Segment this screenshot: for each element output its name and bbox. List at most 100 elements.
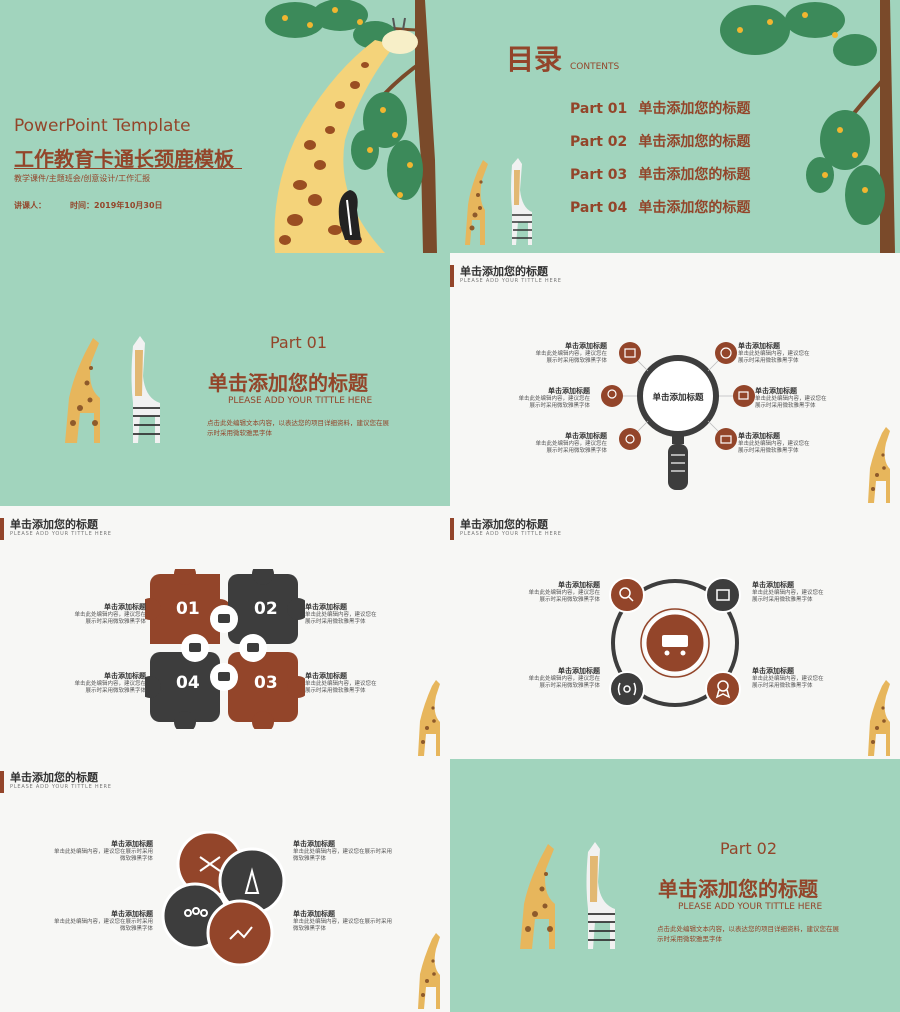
section-eng-title: PLEASE ADD YOUR TITTLE HERE [228,396,373,406]
slide-header-subtitle: PLEASE ADD YOUR TITTLE HERE [460,278,562,284]
item-desc: 单击此处编辑内容，建议您在 [535,441,607,447]
toc-item-label: 单击添加您的标题 [638,134,751,150]
slide-header-subtitle: PLEASE ADD YOUR TITTLE HERE [10,531,112,537]
item-desc: 微软雅黑字体 [293,926,327,932]
circle-item-top-right[interactable]: 单击添加标题 单击此处编辑内容，建议您在展示时采用 微软雅黑字体 [293,839,408,863]
magnifier-item-bottom-left[interactable]: 单击添加标题 单击此处编辑内容，建议您在 展示时采用微软雅黑字体 [505,431,607,455]
slide-magnifier[interactable]: 单击添加您的标题 PLEASE ADD YOUR TITTLE HERE 单击添… [450,253,900,506]
slide-toc[interactable]: 目录 CONTENTS Part 01 单击添加您的标题 Part 02 单击添… [450,0,900,253]
toc-item-1[interactable]: Part 01 单击添加您的标题 [570,98,750,118]
toc-item-number: Part 02 [570,134,628,150]
slide-header-subtitle: PLEASE ADD YOUR TITTLE HERE [10,784,112,790]
magnifier-item-mid-left[interactable]: 单击添加标题 单击此处编辑内容，建议您在 展示时采用微软雅黑字体 [488,386,590,410]
puzzle-number-03: 03 [254,673,278,693]
slide-section-part02[interactable]: Part 02 单击添加您的标题 PLEASE ADD YOUR TITTLE … [450,759,900,1012]
puzzle-item-03[interactable]: 单击添加标题 单击此处编辑内容，建议您在 展示时采用微软雅黑字体 [305,671,415,695]
giraffe-zebra-illustration [65,336,160,443]
item-title: 单击添加标题 [752,581,794,589]
item-desc: 展示时采用微软雅黑字体 [752,683,813,689]
item-desc: 展示时采用微软雅黑字体 [305,688,366,694]
item-title: 单击添加标题 [755,387,797,395]
circle-item-bottom-left[interactable]: 单击添加标题 单击此处编辑内容，建议您在展示时采用 微软雅黑字体 [45,909,153,933]
toc-item-4[interactable]: Part 04 单击添加您的标题 [570,197,750,217]
item-desc: 微软雅黑字体 [119,856,153,862]
header-accent-bar [450,265,454,287]
slide-header-title: 单击添加您的标题 [10,518,98,531]
header-accent-bar [0,771,4,793]
magnifier-item-bottom-right[interactable]: 单击添加标题 单击此处编辑内容，建议您在 展示时采用微软雅黑字体 [738,431,848,455]
slide-header-title: 单击添加您的标题 [460,265,548,278]
cover-eng-title: PowerPoint Template [14,116,191,136]
item-title: 单击添加标题 [565,432,607,440]
toc-item-3[interactable]: Part 03 单击添加您的标题 [570,164,750,184]
toc-subtitle: CONTENTS [570,62,620,72]
section-title: 单击添加您的标题 [658,877,818,901]
slide-section-part01[interactable]: Part 01 单击添加您的标题 PLEASE ADD YOUR TITTLE … [0,253,450,506]
puzzle-item-02[interactable]: 单击添加标题 单击此处编辑内容，建议您在 展示时采用微软雅黑字体 [305,602,415,626]
slide-header-title: 单击添加您的标题 [10,771,98,784]
toc-item-label: 单击添加您的标题 [638,167,751,183]
item-desc: 单击此处编辑内容，建议您在展示时采用 [53,849,153,855]
section-desc-line2: 示时采用微软雅黑字体 [207,429,272,437]
item-desc: 单击此处编辑内容，建议您在 [74,681,146,687]
toc-item-2[interactable]: Part 02 单击添加您的标题 [570,131,750,151]
item-desc: 单击此处编辑内容，建议您在展示时采用 [293,919,393,925]
section-desc-line2: 示时采用微软雅黑字体 [657,935,722,943]
item-title: 单击添加标题 [111,910,153,918]
giraffe-illustration [868,680,890,756]
cart-item-bottom-left[interactable]: 单击添加标题 单击此处编辑内容，建议您在 展示时采用微软雅黑字体 [495,666,600,690]
cart-item-top-left[interactable]: 单击添加标题 单击此处编辑内容，建议您在 展示时采用微软雅黑字体 [495,580,600,604]
item-desc: 单击此处编辑内容，建议您在展示时采用 [293,849,393,855]
puzzle-item-04[interactable]: 单击添加标题 单击此处编辑内容，建议您在 展示时采用微软雅黑字体 [40,671,146,695]
item-desc: 单击此处编辑内容，建议您在 [535,351,607,357]
slide-header-subtitle: PLEASE ADD YOUR TITTLE HERE [460,531,562,537]
item-title: 单击添加标题 [104,672,146,680]
puzzle-number-04: 04 [176,673,200,693]
item-title: 单击添加标题 [752,667,794,675]
section-desc-line1: 点击此处编辑文本内容，以表达您的项目详细资料，建议您在展 [207,419,389,427]
magnifier-item-mid-right[interactable]: 单击添加标题 单击此处编辑内容，建议您在 展示时采用微软雅黑字体 [755,386,865,410]
giraffe-illustration [418,933,440,1009]
item-desc: 单击此处编辑内容，建议您在 [752,676,824,682]
item-desc: 单击此处编辑内容，建议您在展示时采用 [53,919,153,925]
cover-title: 工作教育卡通长颈鹿模板 [14,147,234,171]
item-desc: 单击此处编辑内容，建议您在 [752,590,824,596]
cart-item-bottom-right[interactable]: 单击添加标题 单击此处编辑内容，建议您在 展示时采用微软雅黑字体 [752,666,862,690]
magnifier-item-top-left[interactable]: 单击添加标题 单击此处编辑内容，建议您在 展示时采用微软雅黑字体 [505,341,607,365]
toc-item-number: Part 01 [570,101,628,117]
item-title: 单击添加标题 [293,910,335,918]
item-desc: 展示时采用微软雅黑字体 [546,448,607,454]
item-desc: 单击此处编辑内容，建议您在 [738,351,810,357]
circle-item-top-left[interactable]: 单击添加标题 单击此处编辑内容，建议您在展示时采用 微软雅黑字体 [45,839,153,863]
item-desc: 单击此处编辑内容，建议您在 [528,590,600,596]
giraffe-illustration [418,680,440,756]
item-desc: 单击此处编辑内容，建议您在 [528,676,600,682]
cover-divider [14,168,242,169]
giraffe-zebra-illustration [520,842,615,949]
puzzle-item-01[interactable]: 单击添加标题 单击此处编辑内容，建议您在 展示时采用微软雅黑字体 [40,602,146,626]
item-desc: 展示时采用微软雅黑字体 [85,619,146,625]
item-desc: 展示时采用微软雅黑字体 [755,403,816,409]
tree-illustration [720,0,895,253]
circle-item-bottom-right[interactable]: 单击添加标题 单击此处编辑内容，建议您在展示时采用 微软雅黑字体 [293,909,408,933]
slide-four-circles[interactable]: 单击添加您的标题 PLEASE ADD YOUR TITTLE HERE 单击添… [0,759,450,1012]
slide-puzzle[interactable]: 单击添加您的标题 PLEASE ADD YOUR TITTLE HERE 01 … [0,506,450,759]
item-title: 单击添加标题 [738,432,780,440]
cover-date: 时间：2019年10月30日 [70,201,163,210]
slide-cover[interactable]: PowerPoint Template 工作教育卡通长颈鹿模板 教学课件/主题班… [0,0,450,253]
magnifier-item-top-right[interactable]: 单击添加标题 单击此处编辑内容，建议您在 展示时采用微软雅黑字体 [738,341,848,365]
item-title: 单击添加标题 [548,387,590,395]
item-title: 单击添加标题 [565,342,607,350]
item-desc: 展示时采用微软雅黑字体 [738,358,799,364]
item-desc: 微软雅黑字体 [293,856,327,862]
section-part-label: Part 02 [720,839,778,858]
item-title: 单击添加标题 [558,667,600,675]
slide-cart-ring[interactable]: 单击添加您的标题 PLEASE ADD YOUR TITTLE HERE 单击添… [450,506,900,759]
toc-item-label: 单击添加您的标题 [638,101,751,117]
toc-item-number: Part 03 [570,167,628,183]
item-desc: 单击此处编辑内容，建议您在 [738,441,810,447]
item-desc: 展示时采用微软雅黑字体 [539,597,600,603]
toc-item-label: 单击添加您的标题 [638,200,751,216]
item-desc: 单击此处编辑内容，建议您在 [74,612,146,618]
cart-item-top-right[interactable]: 单击添加标题 单击此处编辑内容，建议您在 展示时采用微软雅黑字体 [752,580,862,604]
